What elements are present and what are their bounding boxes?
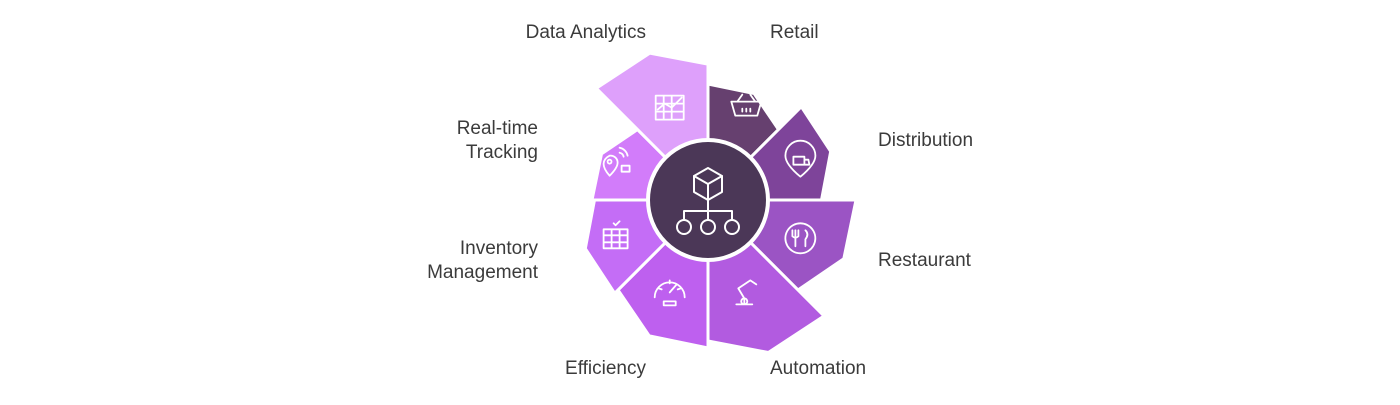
inventory-shelf-icon <box>602 220 629 250</box>
label-restaurant: Restaurant <box>878 250 971 271</box>
hub <box>646 138 770 262</box>
label-retail: Retail <box>770 22 819 43</box>
robotic-arm-icon <box>735 279 758 306</box>
label-data-analytics: Data Analytics <box>525 22 646 43</box>
label-distribution: Distribution <box>878 130 974 151</box>
speedometer-icon <box>653 279 686 307</box>
cube-network-icon <box>676 167 740 235</box>
restaurant-utensils-icon <box>784 222 817 255</box>
location-tracking-icon <box>602 146 631 177</box>
label-automation: Automation <box>770 358 867 379</box>
label-real-time-tracking: Real-time Tracking <box>456 118 538 163</box>
shopping-basket-icon <box>730 93 763 117</box>
delivery-location-icon <box>784 139 817 178</box>
bar-chart-icon <box>654 94 685 121</box>
label-inventory-management: Inventory Management <box>427 238 538 283</box>
label-efficiency: Efficiency <box>565 358 646 379</box>
